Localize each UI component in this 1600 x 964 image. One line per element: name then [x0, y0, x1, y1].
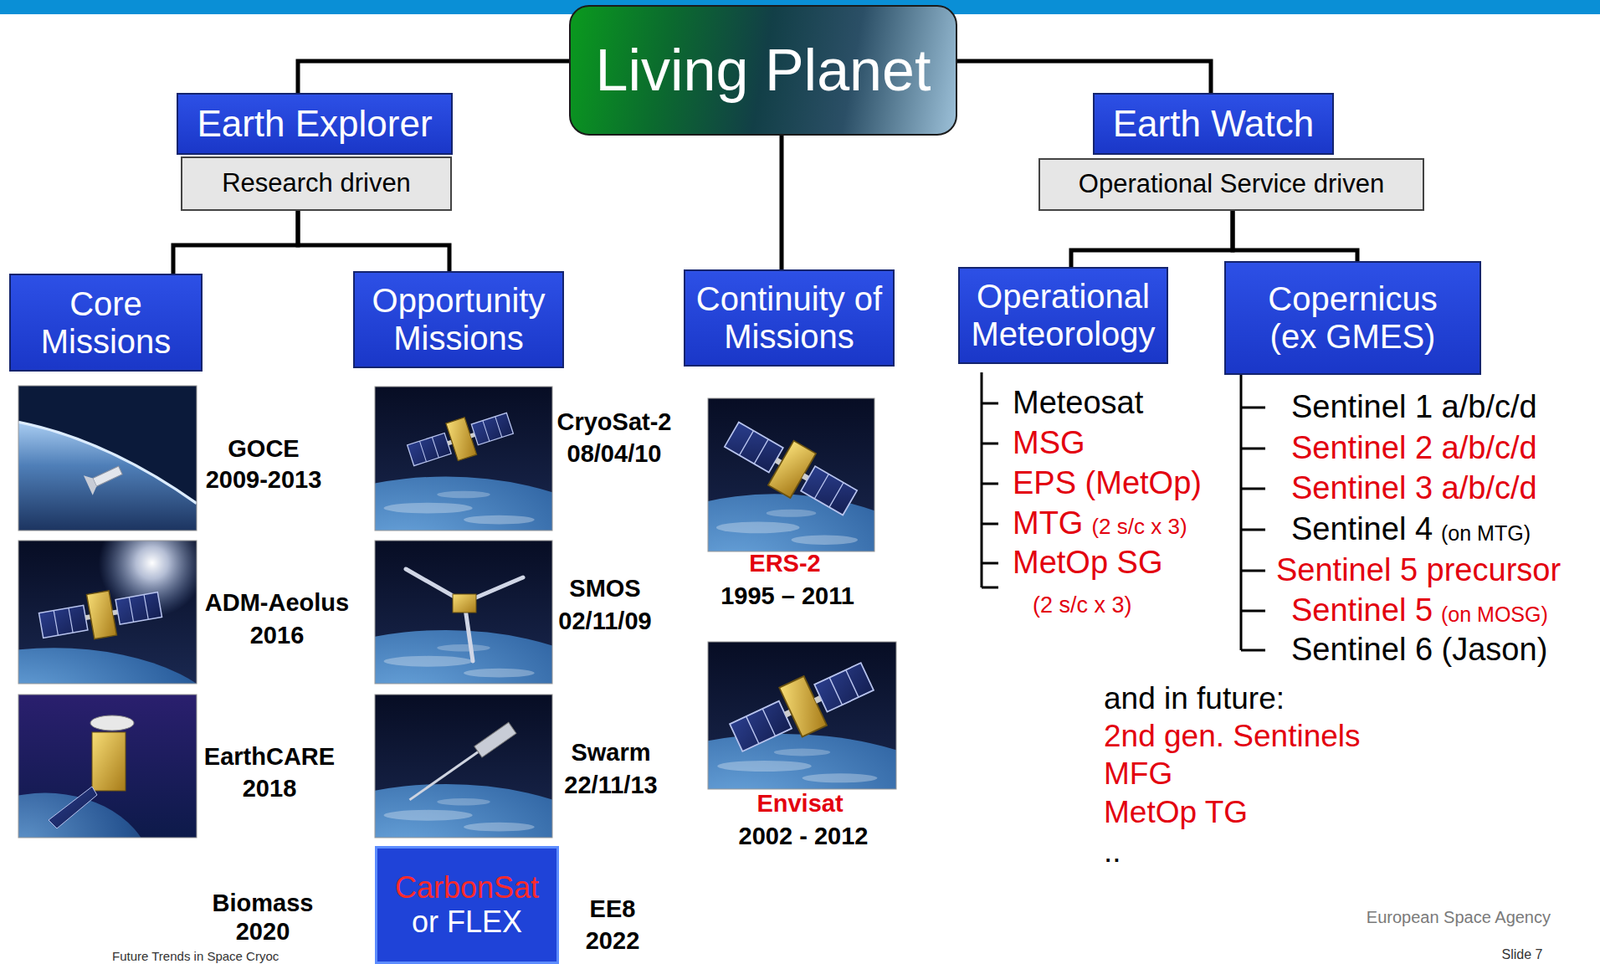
agency-mark: European Space Agency	[1366, 907, 1551, 928]
category-box: Opportunity Missions	[353, 271, 565, 369]
satellite-picture	[18, 385, 197, 531]
box-text: or FLEX	[411, 905, 523, 939]
satellite-picture	[0, 694, 197, 954]
mission-date: 2009-2013	[205, 466, 323, 494]
box-text: Earth Watch	[1112, 102, 1314, 144]
mission-name: Swarm	[570, 738, 651, 767]
list-item: 2nd gen. Sentinels	[1103, 718, 1361, 755]
mission-name: SMOS	[569, 574, 641, 603]
category-box: Operational Meteorology	[958, 266, 1169, 365]
category-box: Continuity of Missions	[683, 269, 895, 367]
category-box: Copernicus (ex GMES)	[1224, 261, 1482, 375]
box-text: Core Missions	[19, 285, 193, 361]
mission-name: EarthCARE	[204, 743, 335, 771]
box-text: Earth Explorer	[196, 102, 432, 144]
title-box: Living Planet	[569, 5, 958, 136]
connector-line	[1232, 210, 1358, 262]
footer-text: Future Trends in Space Cryoc	[112, 948, 279, 964]
candidate-box: CarbonSator FLEX	[374, 846, 559, 964]
list-item: Sentinel 3 a/b/c/d	[1291, 470, 1538, 508]
slide-number: Slide 7	[1502, 947, 1544, 963]
box-text: Operational Service driven	[1078, 169, 1385, 200]
box-text: Operational Meteorology	[968, 277, 1159, 354]
list-item: MTG	[1012, 505, 1083, 543]
mission-name: CryoSat-2	[557, 408, 672, 436]
list-item: MetOp TG	[1103, 794, 1248, 831]
box-text: CarbonSat	[394, 871, 539, 905]
driver-box: Research driven	[180, 156, 452, 211]
connector-line	[1071, 210, 1233, 267]
program-box: Earth Explorer	[176, 92, 453, 155]
list-note: (on MOSG)	[1441, 602, 1549, 627]
list-item: EPS (MetOp)	[1012, 465, 1202, 503]
list-item: Sentinel 1 a/b/c/d	[1291, 389, 1538, 426]
list-note: (2 s/c x 3)	[1091, 514, 1187, 540]
satellite-picture	[557, 641, 1010, 964]
list-item: Meteosat	[1012, 384, 1144, 422]
list-item: Sentinel 5	[1291, 592, 1433, 630]
box-text: Opportunity Missions	[363, 282, 554, 358]
mission-name: EE8	[589, 895, 636, 924]
mission-name: GOCE	[227, 435, 299, 463]
mission-date: 2022	[585, 927, 641, 955]
list-item: MSG	[1012, 425, 1086, 462]
mission-date: 2020	[235, 917, 291, 946]
category-box: Core Missions	[9, 273, 203, 372]
mission-date: 1995 – 2011	[720, 582, 855, 611]
box-text: Copernicus (ex GMES)	[1242, 280, 1463, 356]
box-text: Living Planet	[595, 37, 932, 103]
list-item: Sentinel 2 a/b/c/d	[1291, 430, 1538, 467]
list-tree-line	[981, 372, 999, 588]
list-item: Sentinel 4	[1291, 511, 1433, 549]
mission-name: ADM-Aeolus	[205, 589, 349, 617]
driver-box: Operational Service driven	[1038, 158, 1425, 211]
mission-name: ERS-2	[748, 549, 821, 578]
connector-line	[957, 61, 1211, 93]
mission-date: 08/04/10	[567, 440, 662, 468]
list-item: MetOp SG	[1012, 544, 1164, 582]
mission-date: 22/11/13	[564, 771, 657, 800]
connector-line	[779, 135, 785, 270]
list-tree-line	[1241, 372, 1266, 651]
mission-date: 02/11/09	[558, 607, 652, 636]
list-heading: and in future:	[1103, 681, 1285, 718]
list-item: Sentinel 5 precursor	[1276, 552, 1561, 590]
mission-name: Biomass	[212, 889, 314, 918]
list-item: MFG	[1103, 756, 1173, 793]
list-note: (on MTG)	[1441, 521, 1531, 546]
mission-date: 2018	[242, 774, 298, 803]
satellite-picture	[232, 694, 659, 964]
mission-date: 2016	[250, 621, 305, 650]
box-text: Continuity of Missions	[693, 280, 885, 356]
list-note: (2 s/c x 3)	[1032, 592, 1133, 619]
list-item: ..	[1103, 834, 1122, 871]
mission-name: Envisat	[756, 789, 843, 818]
program-box: Earth Watch	[1092, 92, 1334, 155]
connector-line	[297, 61, 570, 93]
box-text: Research driven	[221, 169, 411, 199]
list-item: Sentinel 6 (Jason)	[1291, 631, 1548, 669]
connector-line	[297, 210, 450, 272]
connector-line	[173, 210, 298, 274]
mission-date: 2002 - 2012	[738, 822, 869, 851]
